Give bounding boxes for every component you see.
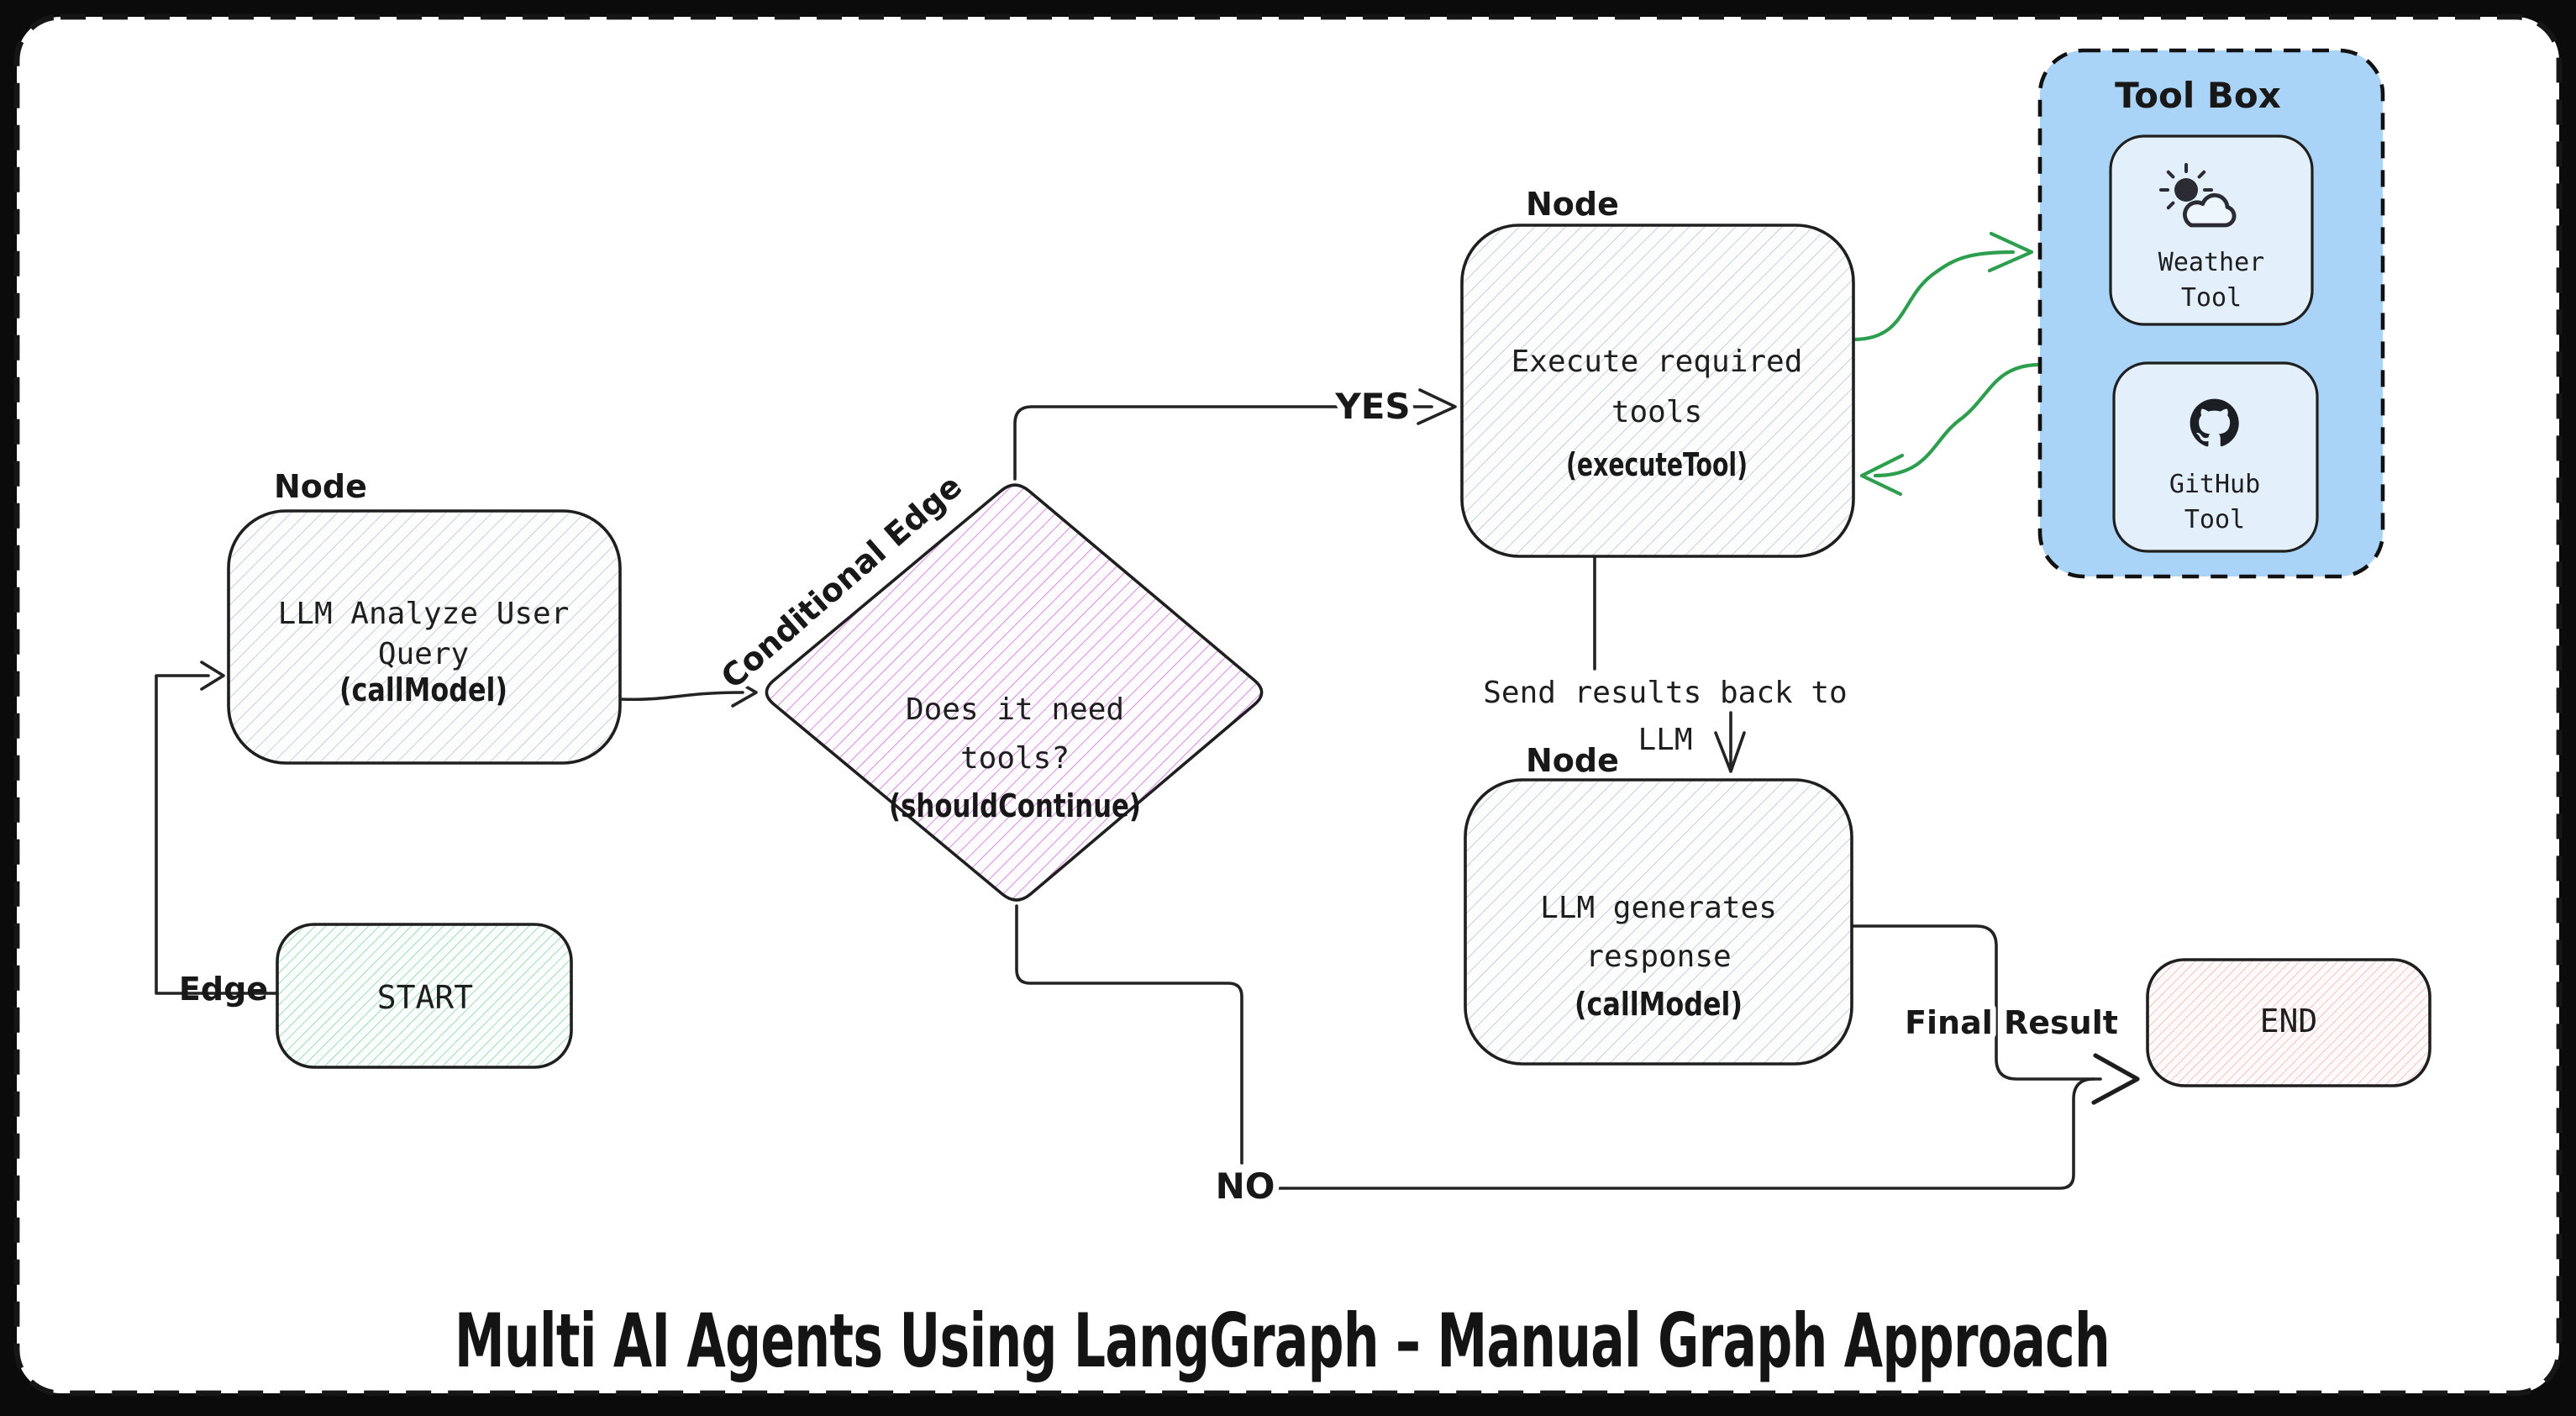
send-results-line2: LLM: [1638, 723, 1692, 757]
node-label-executetool: Node: [1526, 186, 1619, 223]
callmodel1-line1: LLM Analyze User: [278, 597, 570, 631]
tool-weather-line1: Weather: [2158, 248, 2264, 277]
node-label-callmodel1: Node: [274, 468, 367, 505]
edge-toolbox-to-executetool: [1873, 362, 2042, 478]
node-label-callmodel2: Node: [1526, 742, 1619, 779]
edge-decision-no-down: [1015, 904, 1243, 1165]
callmodel1-fn: (callModel): [339, 671, 507, 708]
callmodel2-line1: LLM generates: [1540, 891, 1777, 925]
node-end: [2146, 958, 2431, 1087]
arrowhead-start-to-callmodel: [200, 661, 225, 691]
edge-start-to-callmodel: [155, 674, 279, 995]
node-callmodel2: [1464, 778, 1853, 1066]
send-results-line1: Send results back to: [1483, 676, 1847, 710]
edge-decision-yes: [1013, 405, 1341, 481]
arrowhead-to-executetool: [1859, 453, 1905, 497]
callmodel1-line2: Query: [378, 637, 469, 671]
decision-fn: (shouldContinue): [889, 787, 1141, 824]
node-start: [276, 923, 573, 1069]
arrowhead-callmodel-to-decision: [731, 677, 758, 708]
decision-line2: tools?: [960, 741, 1070, 776]
callmodel2-line2: response: [1585, 940, 1731, 974]
arrowhead-into-end: [2091, 1053, 2140, 1105]
callmodel2-fn: (callModel): [1575, 986, 1743, 1023]
end-label: END: [2260, 1003, 2318, 1040]
toolbox-title: Tool Box: [2115, 75, 2281, 116]
edge-callmodel-to-decision: [618, 691, 744, 702]
executetool-line1: Execute required: [1511, 345, 1803, 379]
node-callmodel1: [227, 509, 622, 765]
tool-github-line1: GitHub: [2169, 470, 2260, 499]
weather-icon: [2159, 163, 2237, 228]
tool-weather-line2: Tool: [2181, 283, 2242, 313]
arrow-send-results-to-callmodel2: [1714, 711, 1746, 773]
edge-no-to-end: [1269, 1077, 2095, 1190]
edge-final-result: [1850, 924, 2102, 1081]
decision-line1: Does it need: [906, 692, 1124, 727]
tool-github-card: [2112, 361, 2319, 553]
node-decision: [765, 483, 1264, 902]
executetool-line2: tools: [1611, 395, 1702, 429]
edge-label: Edge: [179, 971, 268, 1008]
arrowhead-yes-to-executetool: [1406, 388, 1457, 425]
canvas-border: [13, 13, 2563, 1397]
github-icon: [2190, 398, 2239, 447]
node-executetool: [1460, 224, 1855, 558]
start-label: START: [377, 979, 473, 1016]
diagram-title: Multi AI Agents Using LangGraph – Manual…: [455, 1298, 2110, 1384]
tool-github-line2: Tool: [2184, 505, 2245, 534]
final-result-label: Final Result: [1905, 1004, 2118, 1041]
no-label: NO: [1216, 1166, 1275, 1207]
tool-weather-card: [2109, 134, 2314, 326]
executetool-fn: (executeTool): [1566, 446, 1748, 483]
arrowhead-to-toolbox: [1987, 231, 2034, 273]
edge-executetool-to-toolbox: [1851, 250, 2016, 342]
yes-label: YES: [1334, 386, 1410, 427]
